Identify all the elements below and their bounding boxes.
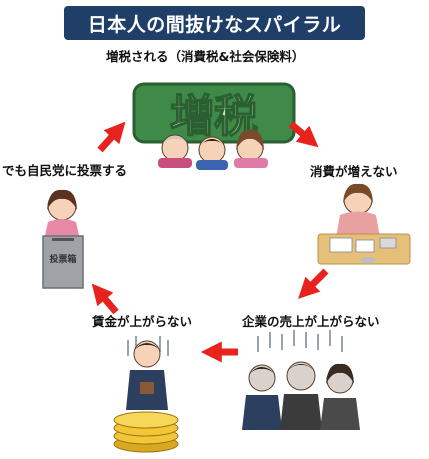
office-workers-illustration [242, 330, 360, 430]
cycle-arrows [91, 121, 329, 363]
ballot-box-icon [42, 235, 84, 289]
worker-right-icon [320, 363, 360, 430]
calculator-icon [379, 237, 397, 249]
wallet-icon [140, 382, 154, 394]
receipt-icon [355, 239, 375, 253]
voter-illustration: 投票箱 [42, 189, 84, 289]
elderly-person-icon [158, 134, 192, 168]
tax-increase-illustration: 増税 [132, 82, 296, 170]
label-sales: 企業の売上が上がらない [242, 314, 380, 329]
arrow-consumption-to-sales [298, 268, 329, 299]
label-wages: 賃金が上がらない [92, 314, 193, 329]
household-budget-illustration [317, 183, 411, 265]
label-consumption: 消費が増えない [310, 164, 398, 179]
arrow-wages-to-vote [91, 283, 119, 315]
page-title: 日本人の間抜けなスパイラル [64, 6, 365, 40]
woman-person-icon [234, 129, 268, 168]
label-vote: でも自民党に投票する [2, 163, 128, 178]
coin-icon [360, 257, 376, 263]
arrow-vote-to-tax [97, 121, 126, 153]
coin-stack-icon [113, 411, 179, 453]
arrow-tax-to-consumption [288, 121, 319, 148]
worker-center-icon [280, 361, 322, 430]
label-tax-increase: 増税される（消費税&社会保険料） [106, 49, 305, 64]
gloom-lines [257, 330, 343, 352]
ballot-box-label: 投票箱 [49, 253, 76, 265]
worker-left-icon [242, 364, 282, 430]
receipt-icon [329, 237, 353, 253]
low-wage-illustration [113, 336, 179, 453]
man-person-icon [196, 136, 228, 170]
